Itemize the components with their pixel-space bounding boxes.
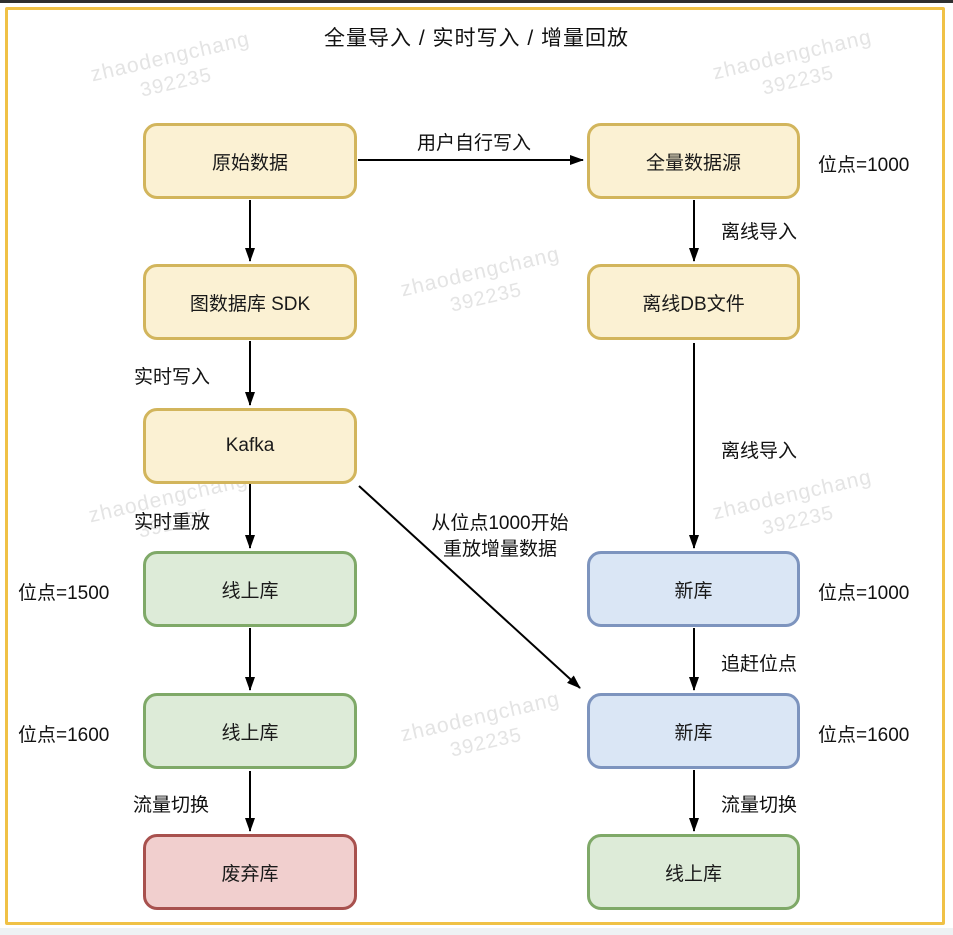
node-label: 新库 bbox=[674, 580, 713, 602]
node-label: 离线DB文件 bbox=[642, 293, 745, 315]
edge-label-realtime-write: 实时写入 bbox=[134, 367, 211, 388]
node-label: 新库 bbox=[674, 722, 713, 744]
pos-label-source: 位点=1000 bbox=[818, 155, 910, 176]
node-label: 线上库 bbox=[221, 722, 279, 744]
pos-label-online1: 位点=1500 bbox=[18, 583, 110, 604]
window-bottom-strip bbox=[0, 928, 953, 935]
edge-label-replay-line2: 重放增量数据 bbox=[442, 539, 557, 560]
edge-label-realtime-replay: 实时重放 bbox=[134, 512, 211, 533]
node-discarded-db: 废弃库 bbox=[143, 834, 357, 910]
node-label: 废弃库 bbox=[221, 863, 279, 885]
edge-label-catch-up: 追赶位点 bbox=[721, 654, 798, 675]
node-online-db-3: 线上库 bbox=[587, 834, 800, 910]
pos-label-newdb2: 位点=1600 bbox=[818, 725, 910, 746]
node-label: 原始数据 bbox=[211, 152, 288, 174]
edge-label-traffic-switch-left: 流量切换 bbox=[133, 795, 210, 816]
edge-label-offline-import-2: 离线导入 bbox=[721, 441, 798, 462]
node-new-db-1: 新库 bbox=[587, 551, 800, 627]
edge-label-offline-import-1: 离线导入 bbox=[721, 222, 798, 243]
node-origin-data: 原始数据 bbox=[143, 123, 357, 199]
node-label: 全量数据源 bbox=[645, 152, 741, 174]
node-online-db-2: 线上库 bbox=[143, 693, 357, 769]
node-full-datasource: 全量数据源 bbox=[587, 123, 800, 199]
edge-label-replay-line1: 从位点1000开始 bbox=[431, 513, 569, 534]
node-label: 线上库 bbox=[664, 863, 722, 885]
node-offline-db-file: 离线DB文件 bbox=[587, 264, 800, 340]
edge-label-user-write: 用户自行写入 bbox=[416, 133, 531, 154]
node-new-db-2: 新库 bbox=[587, 693, 800, 769]
pos-label-newdb1: 位点=1000 bbox=[818, 583, 910, 604]
node-label: 图数据库 SDK bbox=[189, 293, 311, 315]
node-label: Kafka bbox=[225, 435, 275, 456]
node-graph-sdk: 图数据库 SDK bbox=[143, 264, 357, 340]
node-kafka: Kafka bbox=[143, 408, 357, 484]
diagram-title: 全量导入 / 实时写入 / 增量回放 bbox=[323, 27, 629, 50]
node-label: 线上库 bbox=[221, 580, 279, 602]
node-online-db-1: 线上库 bbox=[143, 551, 357, 627]
diagram-border-frame bbox=[5, 7, 945, 925]
arrow-kafka-to-newdb2-diagonal bbox=[358, 485, 581, 689]
edge-label-traffic-switch-right: 流量切换 bbox=[721, 795, 798, 816]
window-top-edge bbox=[0, 0, 953, 3]
pos-label-online2: 位点=1600 bbox=[18, 725, 110, 746]
